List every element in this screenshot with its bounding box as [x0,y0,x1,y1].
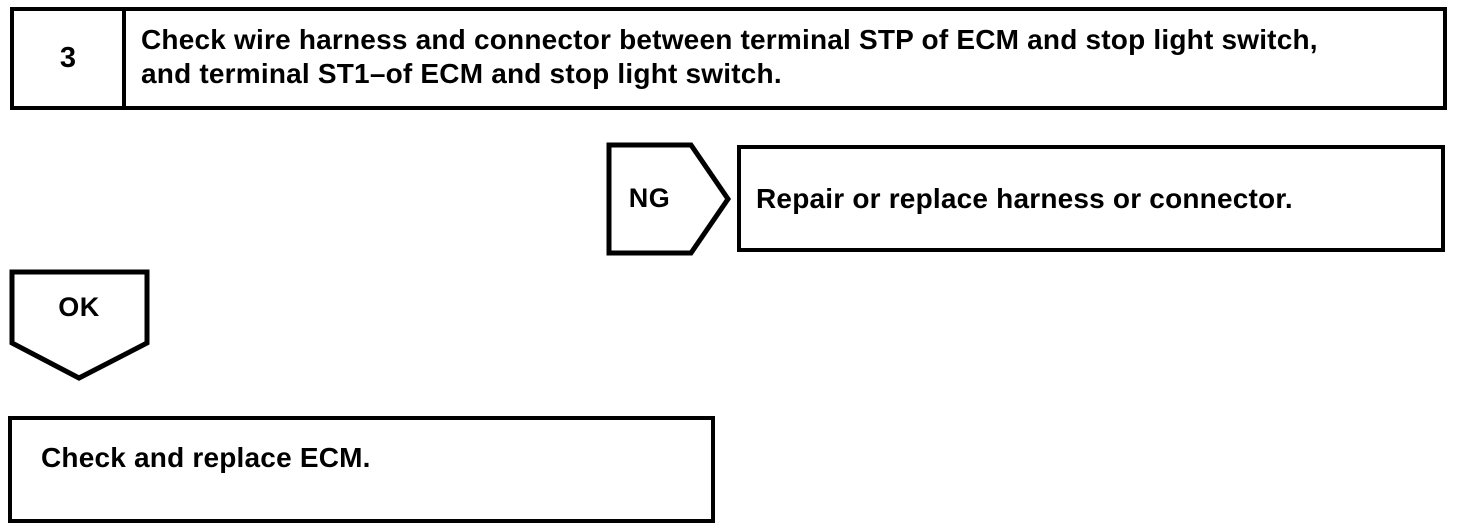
ng-connector-label: NG [628,182,671,213]
ok-arrow-down-icon [9,269,150,381]
ng-connector: NG [606,142,732,256]
step-number: 3 [59,42,77,74]
ok-action-text: Check and replace ECM. [41,442,371,473]
ng-action-box: Repair or replace harness or connector. [737,145,1445,252]
step-number-cell: 3 [14,11,126,106]
ng-arrow-right-icon [606,142,732,256]
step-box: 3 Check wire harness and connector betwe… [10,7,1447,110]
step-instruction-text: Check wire harness and connector between… [141,24,1318,89]
ng-action-text: Repair or replace harness or connector. [756,182,1293,214]
step-instruction: Check wire harness and connector between… [126,11,1443,106]
ok-connector: OK [9,269,151,382]
ok-action-box: Check and replace ECM. [8,416,715,523]
ok-connector-label: OK [58,291,100,322]
